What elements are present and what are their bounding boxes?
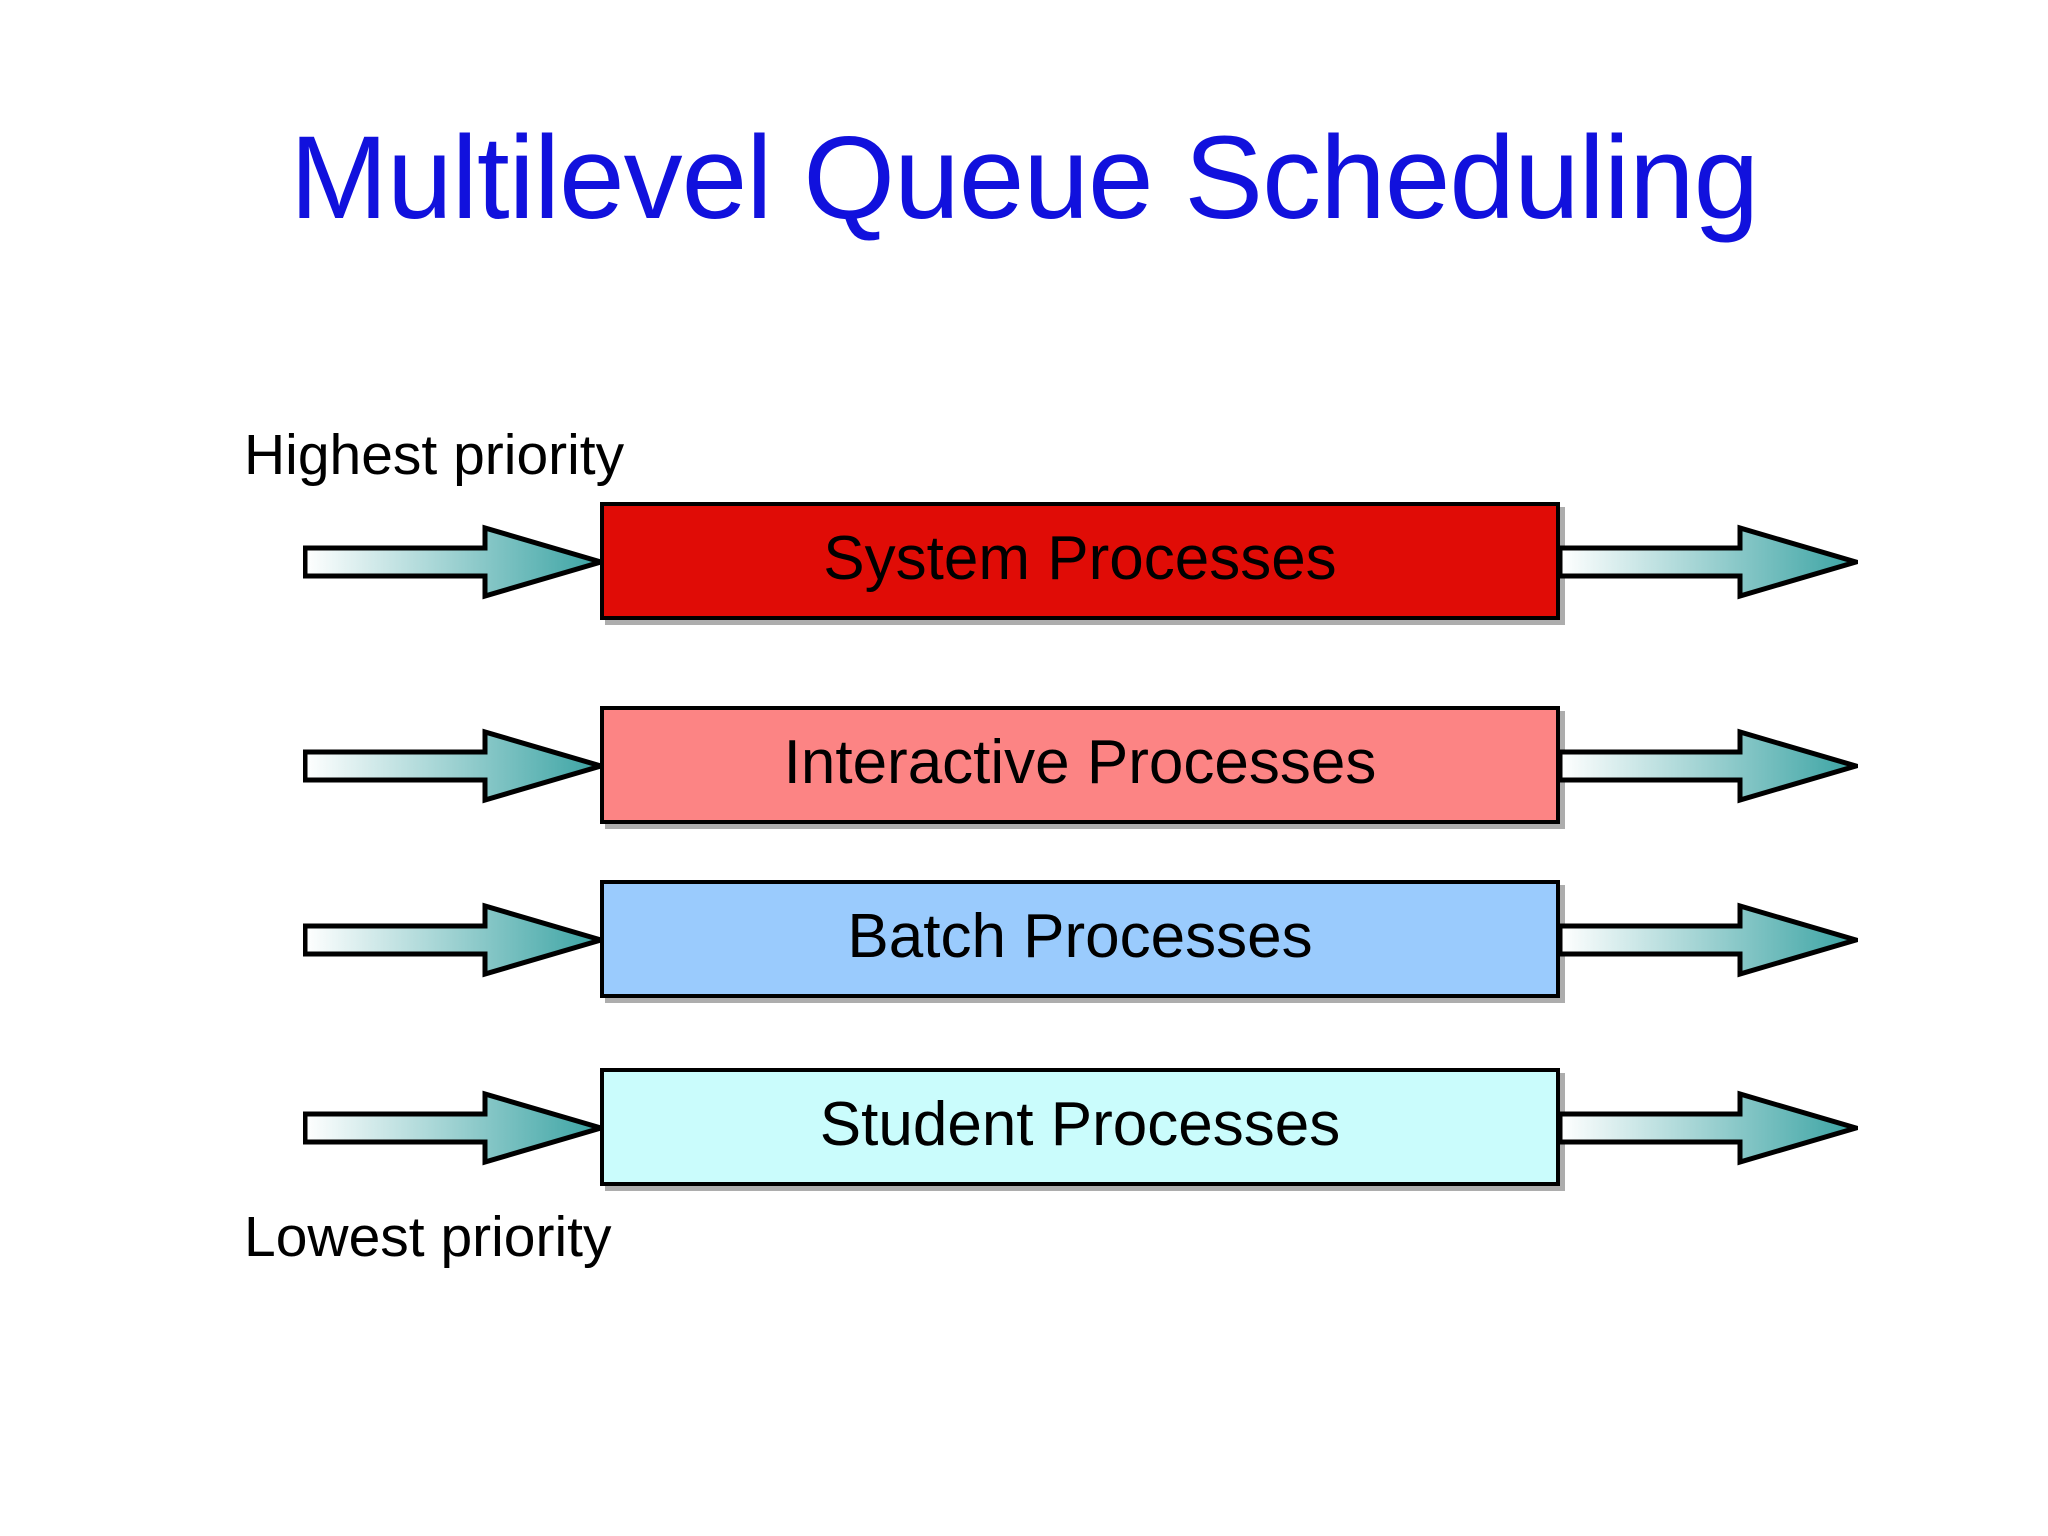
queue-box-system[interactable]: System Processes bbox=[600, 502, 1560, 620]
queue-label: Interactive Processes bbox=[783, 728, 1377, 797]
queue-row: Batch Processes bbox=[0, 872, 2048, 1012]
queue-box-batch[interactable]: Batch Processes bbox=[600, 880, 1560, 998]
queue-row: Student Processes bbox=[0, 1060, 2048, 1200]
queue-inbound-arrow-icon bbox=[303, 902, 603, 978]
queue-inbound-arrow-icon bbox=[303, 524, 603, 600]
highest-priority-label: Highest priority bbox=[244, 423, 625, 487]
queue-outbound-arrow-icon bbox=[1558, 902, 1858, 978]
queue-box-interactive[interactable]: Interactive Processes bbox=[600, 706, 1560, 824]
queue-row: Interactive Processes bbox=[0, 698, 2048, 838]
queue-outbound-arrow-icon bbox=[1558, 524, 1858, 600]
queue-label: System Processes bbox=[823, 524, 1337, 593]
queue-outbound-arrow-icon bbox=[1558, 1090, 1858, 1166]
queue-outbound-arrow-icon bbox=[1558, 728, 1858, 804]
queue-row: System Processes bbox=[0, 494, 2048, 634]
queue-label: Batch Processes bbox=[847, 902, 1313, 971]
queue-box-student[interactable]: Student Processes bbox=[600, 1068, 1560, 1186]
queue-inbound-arrow-icon bbox=[303, 1090, 603, 1166]
queue-inbound-arrow-icon bbox=[303, 728, 603, 804]
page-title: Multilevel Queue Scheduling bbox=[289, 112, 1760, 244]
lowest-priority-label: Lowest priority bbox=[244, 1205, 612, 1269]
queue-label: Student Processes bbox=[819, 1090, 1341, 1159]
